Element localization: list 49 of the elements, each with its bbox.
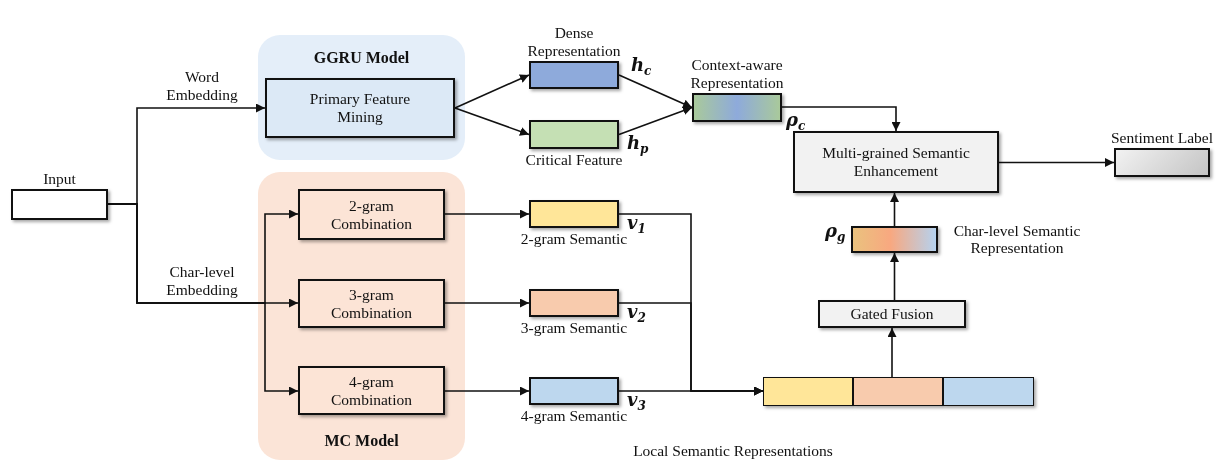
box-label: 2-gram Combination [330, 196, 413, 233]
math-symbol: h$_{c}$ [631, 56, 652, 77]
arrow [998, 158, 1115, 167]
arrow [618, 386, 764, 396]
math-symbol: ρ$_{c}$ [786, 111, 806, 132]
bar-segment [853, 377, 943, 406]
panel-title: MC Model [323, 432, 400, 450]
bar-segment [943, 377, 1034, 406]
model-panel [258, 172, 465, 460]
arrow [781, 106, 901, 132]
arrow [890, 192, 899, 227]
math-symbol: v$_{1}$ [627, 214, 646, 235]
box-label: Char-level Semantic Representation [952, 221, 1082, 258]
arrow [444, 298, 530, 308]
box-label: Sentiment Label [1110, 129, 1214, 147]
process-box [265, 78, 455, 138]
box-label: Dense Representation [526, 24, 622, 60]
box-label: Input [42, 170, 77, 188]
box-label: 2-gram Semantic [519, 230, 629, 248]
box-label: Context-aware Representation [689, 56, 785, 92]
math-symbol: h$_{p}$ [627, 134, 649, 155]
process-box [818, 300, 966, 328]
box-label: 3-gram Semantic [519, 319, 629, 337]
process-box [298, 366, 445, 415]
box-label: 4-gram Semantic [519, 407, 628, 425]
math-symbol: ρ$_{g}$ [825, 222, 846, 243]
math-symbol: v$_{3}$ [627, 391, 646, 412]
box-label: 3-gram Combination [330, 285, 413, 322]
process-box [298, 189, 445, 240]
box-label: Critical Feature [524, 151, 624, 169]
arrow [890, 252, 899, 301]
arrow [618, 106, 693, 136]
arrow [454, 107, 530, 136]
box-label: Local Semantic Representations [632, 442, 834, 460]
math-symbol: v$_{2}$ [627, 303, 646, 324]
arrow [444, 209, 530, 219]
arrow [454, 74, 530, 109]
box-label: Multi-grained Semantic Enhancement [821, 144, 971, 180]
box-label: 4-gram Combination [330, 372, 413, 409]
arrow [618, 74, 693, 109]
arrow [887, 327, 897, 378]
process-box [793, 131, 999, 193]
arrow [444, 386, 530, 396]
model-panel [258, 35, 465, 160]
panel-title: GGRU Model [312, 49, 411, 67]
process-box [298, 279, 445, 328]
bar-segment [763, 377, 853, 406]
box-label: Primary Feature Mining [308, 90, 412, 126]
box-label: Gated Fusion [849, 305, 935, 323]
